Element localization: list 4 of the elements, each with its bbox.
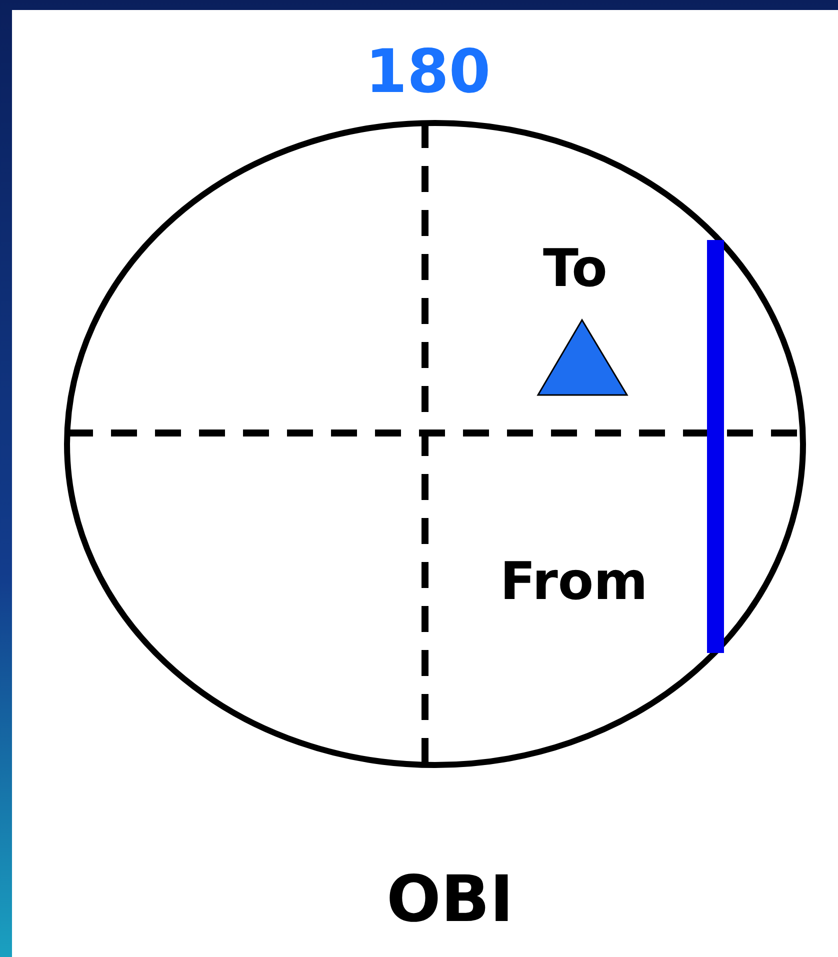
caption: OBI: [386, 868, 514, 932]
heading-number: 180: [365, 42, 491, 102]
flag-label: From: [500, 556, 648, 608]
flag-label: To: [543, 243, 608, 295]
